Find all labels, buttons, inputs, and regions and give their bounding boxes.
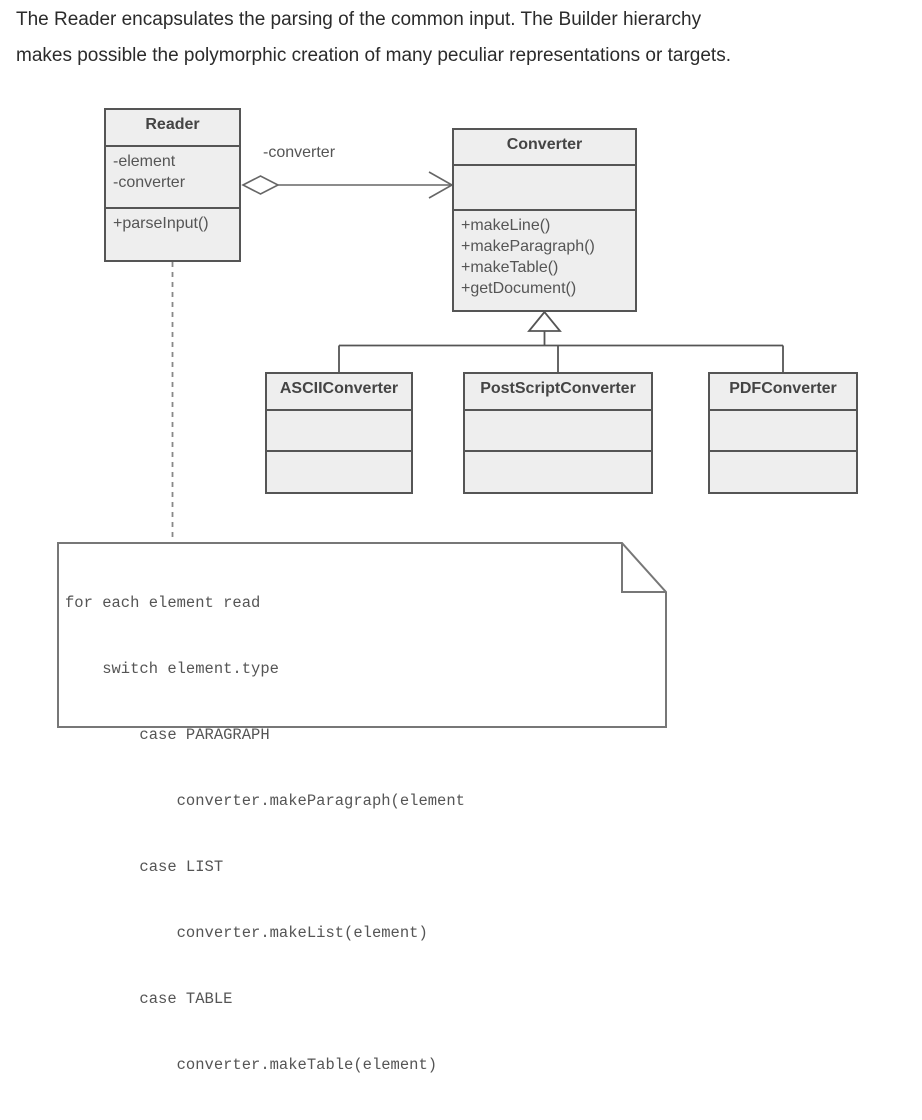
note-line: switch element.type (65, 660, 279, 678)
note-line: converter.makeParagraph(element (65, 792, 465, 810)
uml-class-converter[interactable]: Converter +makeLine() +makeParagraph() +… (452, 128, 637, 312)
class-operations-converter: +makeLine() +makeParagraph() +makeTable(… (454, 211, 635, 310)
class-operations-pdfconverter (710, 452, 856, 492)
class-operations-postscriptconverter (465, 452, 651, 492)
note-line: case PARAGRAPH (65, 726, 270, 744)
open-diamond-marker (241, 175, 280, 195)
uml-class-diagram: Reader -element -converter +parseInput()… (57, 108, 858, 1074)
operation-item: +getDocument() (461, 280, 577, 297)
class-operations-asciiconverter (267, 452, 411, 492)
generalization-tree (338, 310, 784, 372)
class-attributes-asciiconverter (267, 411, 411, 453)
hollow-triangle-marker (527, 310, 562, 332)
uml-class-reader[interactable]: Reader -element -converter +parseInput() (104, 108, 241, 262)
uml-class-pdfconverter[interactable]: PDFConverter (708, 372, 858, 494)
class-attributes-postscriptconverter (465, 411, 651, 453)
attribute-item: -converter (113, 174, 186, 191)
caption-paragraph: The Reader encapsulates the parsing of t… (16, 2, 906, 74)
aggregation-reader-converter (241, 171, 454, 199)
class-name-converter: Converter (454, 130, 635, 166)
note-shape (57, 542, 667, 728)
class-operations-reader: +parseInput() (106, 209, 239, 260)
note-line: converter.makeList(element) (65, 924, 428, 942)
class-name-pdfconverter: PDFConverter (710, 374, 856, 411)
class-name-reader: Reader (106, 110, 239, 147)
caption-line-2: makes possible the polymorphic creation … (16, 45, 731, 66)
class-name-postscriptconverter: PostScriptConverter (465, 374, 651, 411)
operation-item: +makeParagraph() (461, 238, 595, 255)
note-line: case TABLE (65, 990, 233, 1008)
note-pseudocode: for each element read switch element.typ… (65, 548, 465, 1120)
note-line: converter.makeTable(element) (65, 1056, 438, 1074)
class-attributes-converter (454, 166, 635, 211)
attribute-item: -element (113, 153, 176, 170)
operation-item: +parseInput() (113, 215, 209, 232)
operation-item: +makeTable() (461, 259, 559, 276)
note-line: for each element read (65, 594, 261, 612)
uml-class-asciiconverter[interactable]: ASCIIConverter (265, 372, 413, 494)
class-attributes-reader: -element -converter (106, 147, 239, 209)
open-arrow-marker (428, 171, 454, 199)
caption-line-1: The Reader encapsulates the parsing of t… (16, 9, 702, 30)
operation-item: +makeLine() (461, 217, 551, 234)
uml-class-postscriptconverter[interactable]: PostScriptConverter (463, 372, 653, 494)
uml-note: for each element read switch element.typ… (57, 542, 667, 1074)
association-role-label: -converter (263, 144, 336, 161)
class-name-asciiconverter: ASCIIConverter (267, 374, 411, 411)
class-attributes-pdfconverter (710, 411, 856, 453)
note-line: case LIST (65, 858, 224, 876)
